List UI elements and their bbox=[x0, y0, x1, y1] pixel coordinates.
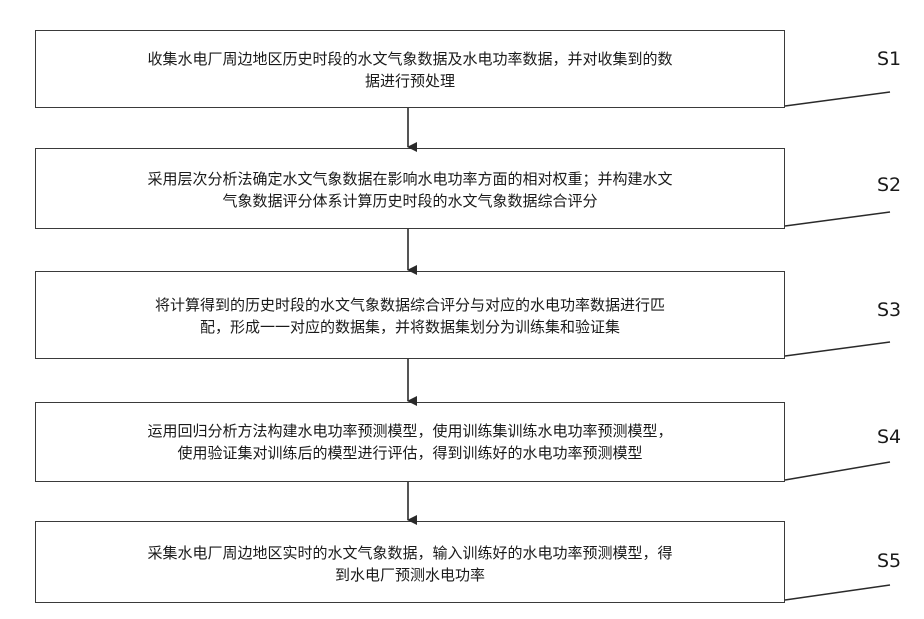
step-text-s1-line2: 据进行预处理 bbox=[36, 71, 784, 91]
leader-line-s3 bbox=[785, 342, 890, 356]
step-box-s1: 收集水电厂周边地区历史时段的水文气象数据及水电功率数据，并对收集到的数 据进行预… bbox=[35, 30, 785, 108]
step-box-s2: 采用层次分析法确定水文气象数据在影响水电功率方面的相对权重；并构建水文 气象数据… bbox=[35, 148, 785, 229]
step-text-s2-line1: 采用层次分析法确定水文气象数据在影响水电功率方面的相对权重；并构建水文 bbox=[36, 169, 784, 189]
step-label-s2: S2 bbox=[877, 174, 901, 196]
step-text-s3-line1: 将计算得到的历史时段的水文气象数据综合评分与对应的水电功率数据进行匹 bbox=[36, 295, 784, 315]
step-text-s1-line1: 收集水电厂周边地区历史时段的水文气象数据及水电功率数据，并对收集到的数 bbox=[36, 49, 784, 69]
leader-line-s4 bbox=[785, 462, 890, 480]
step-text-s4-line1: 运用回归分析方法构建水电功率预测模型，使用训练集训练水电功率预测模型， bbox=[36, 421, 784, 441]
step-label-s5: S5 bbox=[877, 550, 901, 572]
leader-line-s1 bbox=[785, 92, 890, 106]
step-box-s3: 将计算得到的历史时段的水文气象数据综合评分与对应的水电功率数据进行匹 配，形成一… bbox=[35, 271, 785, 359]
step-text-s3-line2: 配，形成一一对应的数据集，并将数据集划分为训练集和验证集 bbox=[36, 317, 784, 337]
leader-line-s5 bbox=[785, 585, 890, 600]
step-text-s4-line2: 使用验证集对训练后的模型进行评估，得到训练好的水电功率预测模型 bbox=[36, 443, 784, 463]
step-text-s2-line2: 气象数据评分体系计算历史时段的水文气象数据综合评分 bbox=[36, 191, 784, 211]
leader-line-s2 bbox=[785, 212, 890, 226]
step-box-s4: 运用回归分析方法构建水电功率预测模型，使用训练集训练水电功率预测模型， 使用验证… bbox=[35, 402, 785, 482]
step-label-s1: S1 bbox=[877, 48, 901, 70]
step-label-s4: S4 bbox=[877, 426, 901, 448]
step-label-s3: S3 bbox=[877, 299, 901, 321]
step-text-s5-line1: 采集水电厂周边地区实时的水文气象数据，输入训练好的水电功率预测模型，得 bbox=[36, 543, 784, 563]
step-text-s5-line2: 到水电厂预测水电功率 bbox=[36, 565, 784, 585]
step-box-s5: 采集水电厂周边地区实时的水文气象数据，输入训练好的水电功率预测模型，得 到水电厂… bbox=[35, 521, 785, 603]
